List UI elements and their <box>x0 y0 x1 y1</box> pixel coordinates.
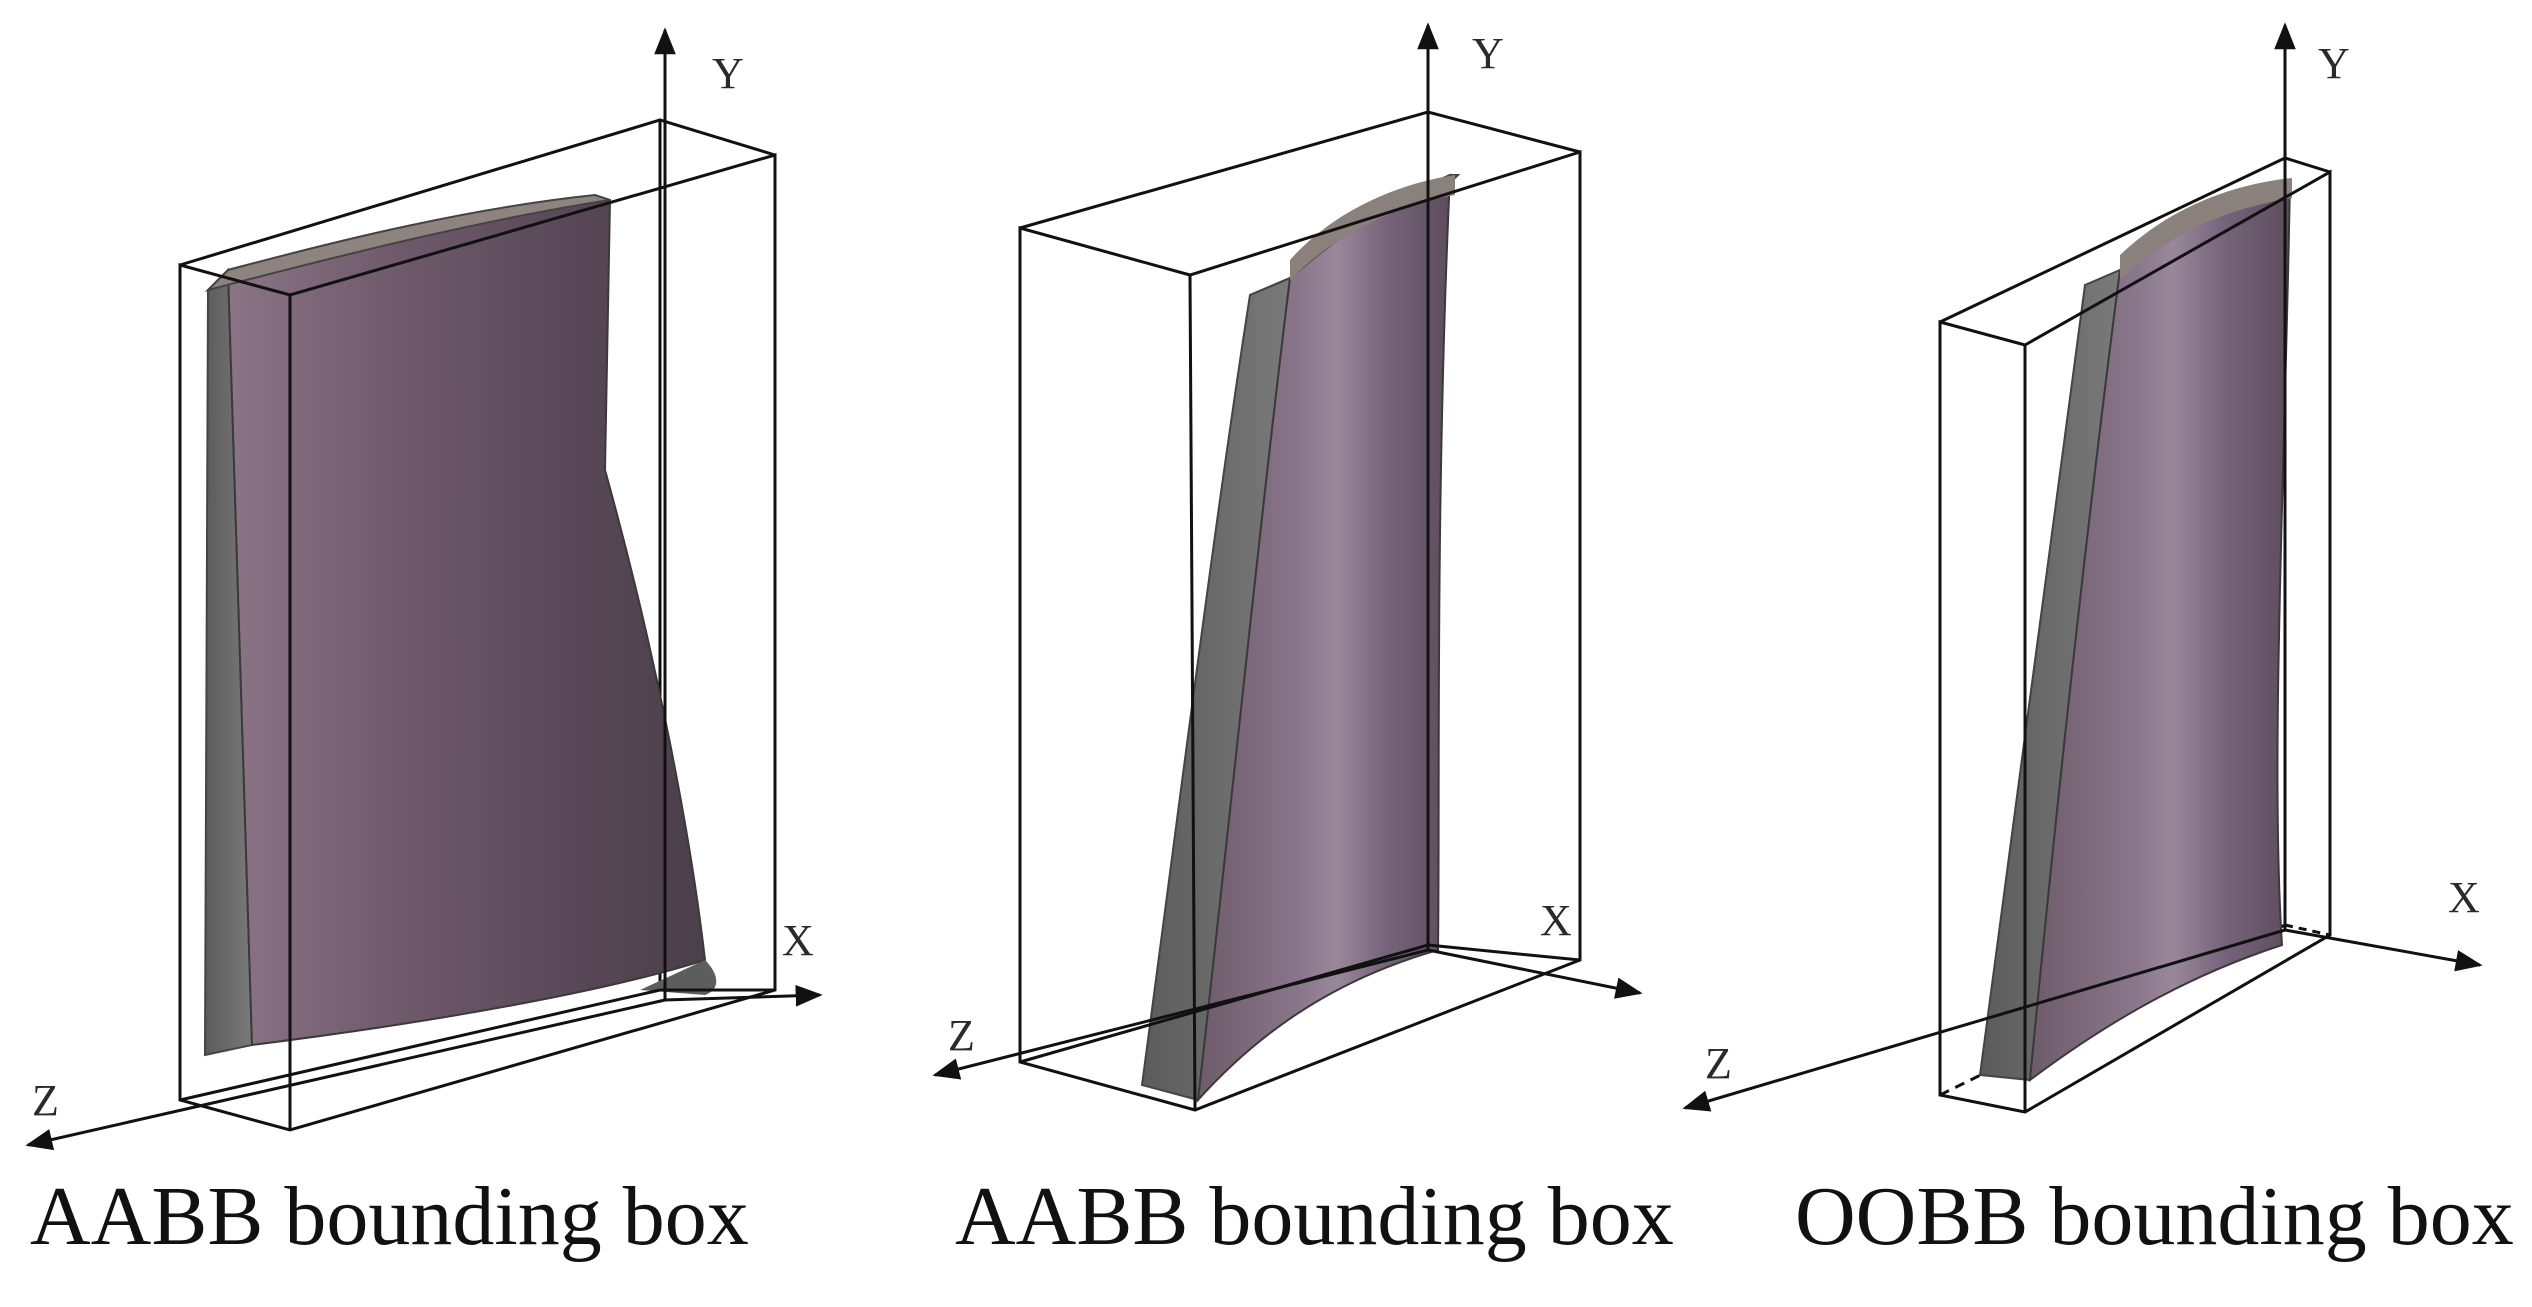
panel-2-x-axis <box>1427 948 1643 999</box>
panel-3-blade <box>1978 178 2292 1083</box>
panel-2-axes <box>932 22 1643 1080</box>
panel-3-y-label: Y <box>2318 39 2350 88</box>
panel-1-axes <box>25 27 823 1151</box>
panel-3-x-label: X <box>2448 873 2480 922</box>
panel-1-x-axis <box>664 984 823 1007</box>
panel-3-bounding-box-front <box>1938 169 2332 1114</box>
panel-1-z-label: Z <box>32 1076 59 1125</box>
panel-1-y-label: Y <box>712 49 744 98</box>
panel-2-x-label: X <box>1540 896 1572 945</box>
panel-3-z-label: Z <box>1705 1039 1732 1088</box>
panel-2-blade <box>1140 173 1461 1103</box>
panel-2-aabb: Y X Z <box>932 22 1643 1112</box>
panel-1-blade <box>203 193 717 1057</box>
panel-2-z-axis <box>932 948 1429 1080</box>
caption-panel-3: OOBB bounding box <box>1795 1170 2514 1263</box>
caption-panel-1: AABB bounding box <box>30 1170 749 1263</box>
panel-3-oobb: Y X Z <box>1682 22 2483 1114</box>
caption-panel-2: AABB bounding box <box>955 1170 1674 1263</box>
panel-2-bounding-box-front <box>1018 149 1582 1112</box>
panel-3-z-axis <box>1682 928 2286 1112</box>
panel-3-axes <box>1682 22 2483 1112</box>
panel-1-z-axis <box>25 998 666 1151</box>
panel-3-x-axis <box>2284 928 2483 972</box>
panel-2-y-label: Y <box>1472 29 1504 78</box>
panel-2-z-label: Z <box>948 1011 975 1060</box>
panel-1-x-label: X <box>782 916 814 965</box>
panel-1-bounding-box-front <box>178 153 777 1132</box>
panel-1-aabb: Y X Z <box>25 27 823 1151</box>
